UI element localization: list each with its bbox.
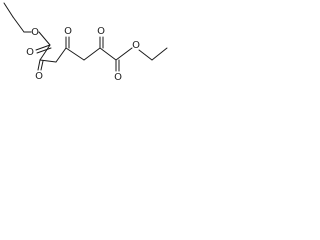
bond-o-ch2-right (138, 49, 153, 61)
bond-c4-c5 (65, 47, 85, 61)
bond-c2-c3 (39, 59, 57, 63)
bond-c3-c4 (55, 47, 67, 63)
bond-o-ccarbonyl-left (38, 31, 51, 46)
atom-o-ketone-2: O (64, 26, 72, 37)
bond-c1-c2 (39, 44, 51, 61)
bond-ethyl-left-ch3 (3, 2, 14, 18)
bond-c1-o-double-a (35, 44, 51, 51)
bond-c2-o-double-b (40, 60, 44, 71)
atom-o-ester-left: O (31, 27, 39, 38)
bond-c7-o-right (115, 47, 133, 61)
chemical-structure-diagram: O O O O O O O (3, 2, 168, 83)
bond-c2-o-double-a (37, 59, 41, 71)
bond-c5-c6 (83, 47, 101, 61)
bond-ethyl-right-ch3 (151, 47, 168, 61)
atom-o-carbonyl-ester-left: O (26, 47, 34, 58)
atom-o-ester-right: O (132, 40, 140, 51)
bond-ethyl-left-ch2 (12, 16, 25, 33)
bond-c1-o-double-b (36, 47, 52, 54)
atom-o-carbonyl-ester-right: O (114, 72, 122, 83)
bond-c6-c7 (99, 47, 117, 61)
atom-o-ketone-3: O (97, 26, 105, 37)
atom-o-ketone-1: O (35, 71, 43, 82)
